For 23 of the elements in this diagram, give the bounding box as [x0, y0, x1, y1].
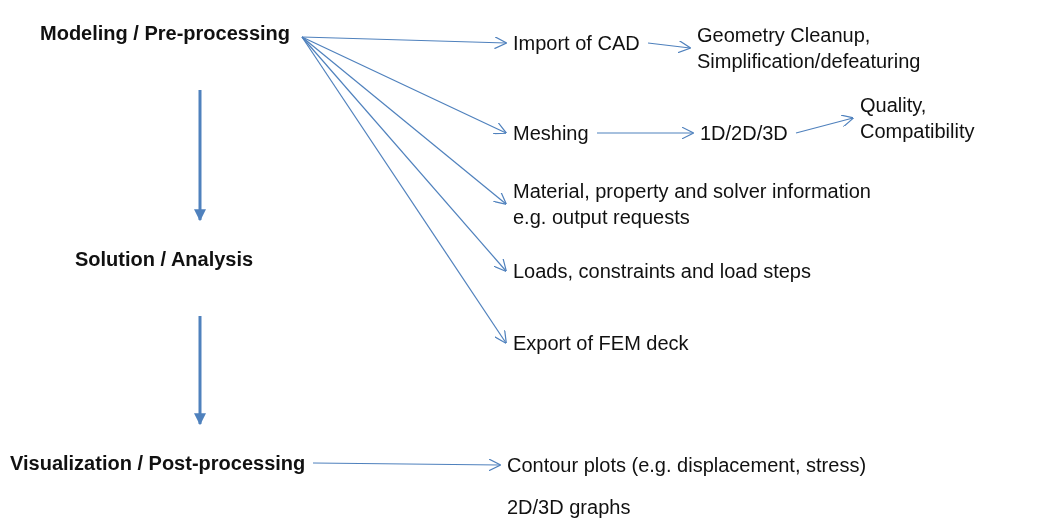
- arrow: [194, 316, 206, 426]
- step-label: Quality, Compatibility: [860, 92, 1010, 144]
- arrow: [301, 36, 508, 50]
- stage-label: Modeling / Pre-processing: [40, 20, 291, 46]
- arrow: [647, 40, 692, 54]
- arrow: [312, 458, 502, 472]
- step-label: Loads, constraints and load steps: [513, 258, 811, 284]
- arrow: [301, 36, 507, 273]
- step-label: Contour plots (e.g. displacement, stress): [507, 452, 867, 478]
- step-label: Export of FEM deck: [513, 330, 689, 356]
- output-label: 2D/3D graphs: [507, 495, 631, 519]
- step-label: 1D/2D/3D: [700, 120, 788, 146]
- stage-label: Solution / Analysis: [75, 246, 254, 272]
- arrow: [795, 114, 855, 134]
- arrow: [301, 36, 508, 205]
- step-label: Material, property and solver information e.g. output requests: [513, 178, 893, 230]
- step-label: Meshing: [513, 120, 589, 146]
- stage-label: Visualization / Post-processing: [10, 450, 306, 476]
- step-label: Geometry Cleanup, Simplification/defeaturing: [697, 22, 1027, 74]
- step-label: Import of CAD: [513, 30, 640, 56]
- arrow: [194, 90, 206, 222]
- arrow: [596, 126, 695, 140]
- arrow: [301, 36, 507, 345]
